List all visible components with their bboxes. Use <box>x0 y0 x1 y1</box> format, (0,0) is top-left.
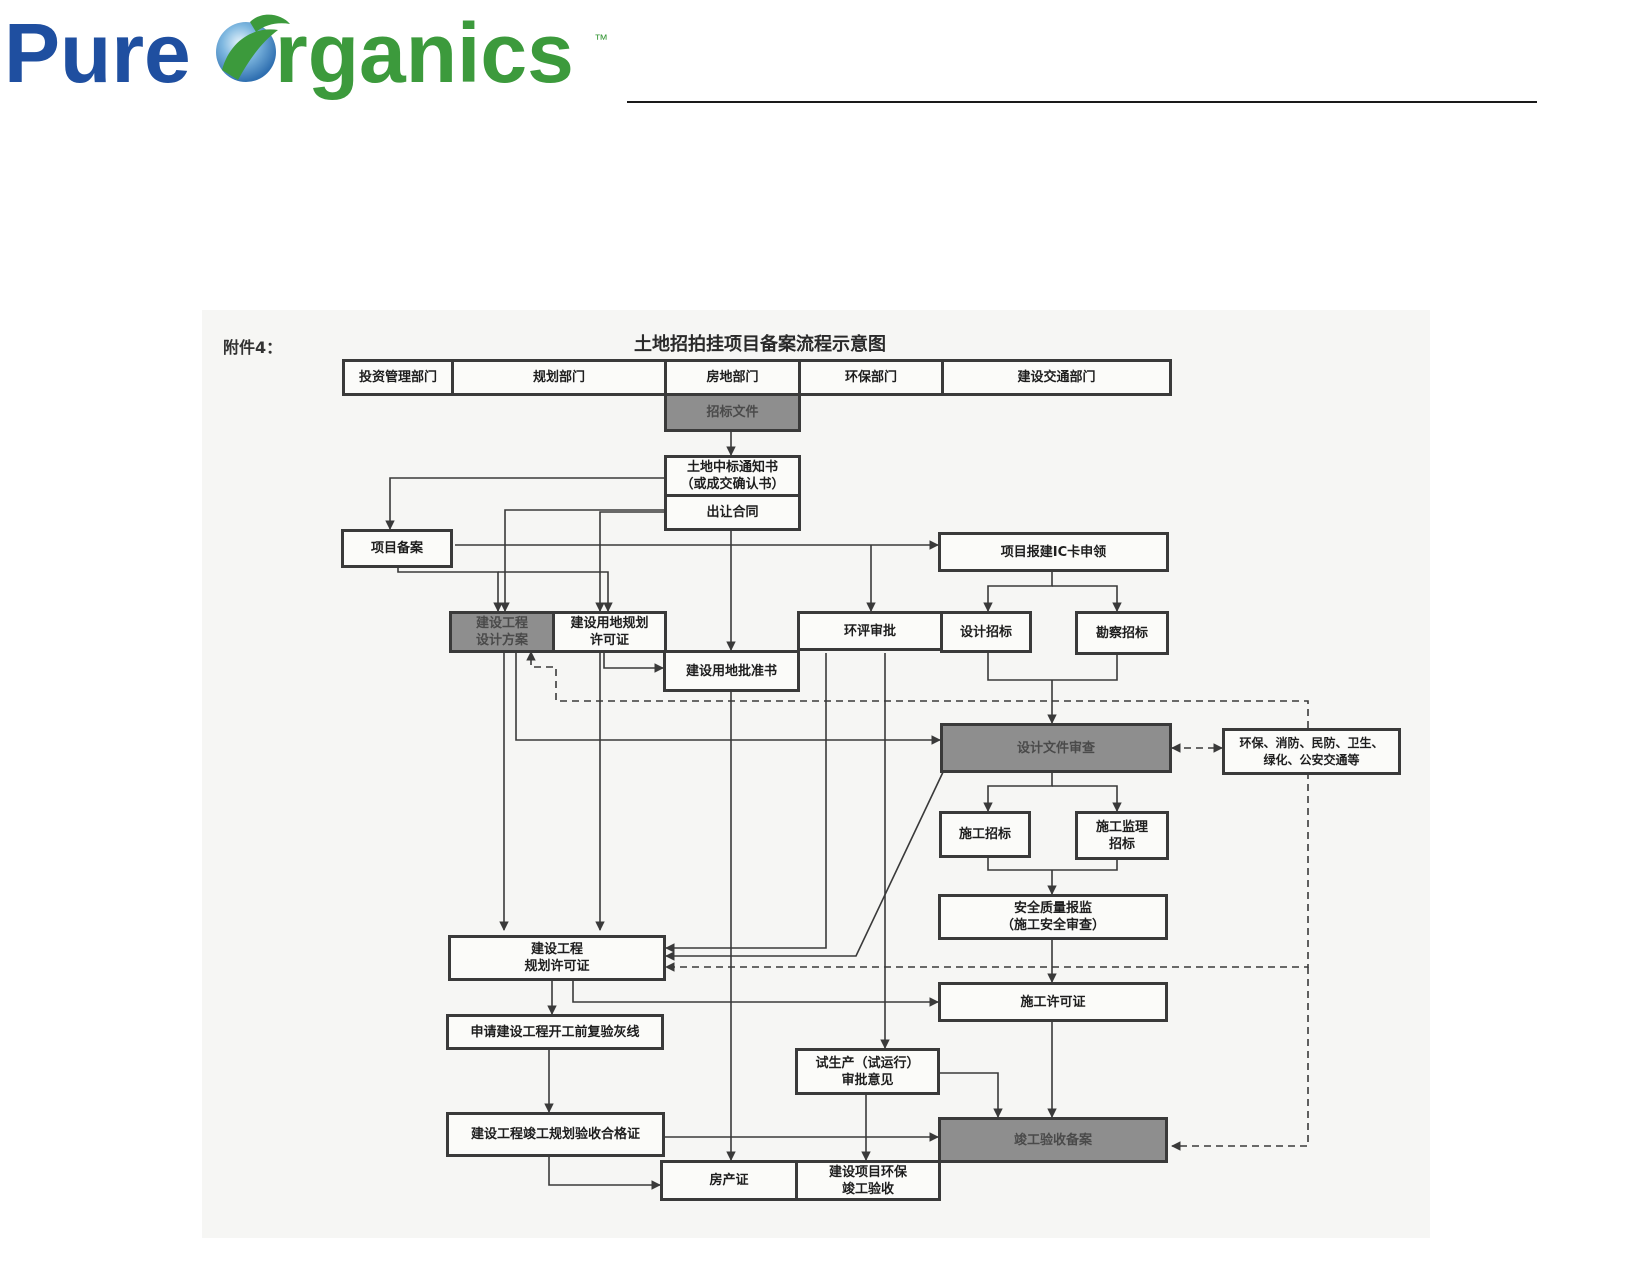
conn-ic-survey-bid <box>1052 585 1122 612</box>
dash-other-to-scheme <box>526 651 1309 728</box>
pureorganics-logo: Pure rganics ™ <box>4 6 608 100</box>
node-eia-approval: 环评审批 <box>797 611 943 651</box>
conn-review-bids <box>983 773 1053 812</box>
conn-engpermit-constpermit <box>572 980 939 1007</box>
node-design-bidding: 设计招标 <box>940 611 1032 653</box>
node-bid-docs: 招标文件 <box>664 393 801 432</box>
annex-label: 附件4： <box>223 338 283 357</box>
node-survey-bidding: 勘察招标 <box>1075 611 1169 655</box>
node-safety-quality: 安全质量报监 （施工安全审查） <box>938 894 1168 940</box>
node-project-filing: 项目备案 <box>341 529 453 568</box>
conn-review-supervision <box>1052 785 1122 812</box>
node-construction-bidding: 施工招标 <box>939 811 1031 858</box>
node-design-scheme: 建设工程 设计方案 <box>449 611 555 653</box>
conn-ic-design-bid <box>983 570 1053 612</box>
node-trial-production: 试生产（试运行） 审批意见 <box>795 1048 940 1095</box>
logo-pure-text: Pure <box>4 6 191 100</box>
dash-other-filing <box>1171 967 1309 1151</box>
conn-cert-property <box>548 1157 661 1190</box>
node-completion-cert: 建设工程竣工规划验收合格证 <box>446 1112 665 1157</box>
conn-bids-safety <box>987 857 1118 894</box>
node-win-notice: 土地中标通知书 （或成交确认书） <box>664 455 801 497</box>
node-eng-permit: 建设工程 规划许可证 <box>448 935 666 981</box>
logo-trademark: ™ <box>594 31 608 47</box>
logo-rganics-text: rganics <box>275 6 574 100</box>
dept-environment: 环保部门 <box>798 359 944 396</box>
conn-filing-permit <box>498 571 613 612</box>
conn-eia-engpermit <box>665 653 827 953</box>
node-construction-permit: 施工许可证 <box>938 982 1168 1022</box>
conn-design-review <box>515 650 941 745</box>
node-land-permit: 建设用地规划 许可证 <box>552 611 667 653</box>
node-completion-filing: 竣工验收备案 <box>938 1117 1168 1163</box>
node-ic-card: 项目报建IC卡申领 <box>938 532 1169 572</box>
conn-trial-filing <box>940 1072 1003 1118</box>
conn-notice-filing <box>385 477 665 530</box>
logo-o-globe-icon <box>216 14 290 82</box>
node-env-acceptance: 建设项目环保 竣工验收 <box>795 1160 941 1201</box>
node-other-depts: 环保、消防、民防、卫生、 绿化、公安交通等 <box>1222 728 1401 775</box>
dept-planning: 规划部门 <box>451 359 667 396</box>
conn-filing-down <box>397 563 503 612</box>
dept-construction-transport: 建设交通部门 <box>941 359 1172 396</box>
diagram-title: 土地招拍挂项目备案流程示意图 <box>634 334 886 355</box>
conn-notice-design <box>500 509 665 612</box>
conn-notice-permit <box>595 511 665 612</box>
node-transfer-contract: 出让合同 <box>664 494 801 531</box>
node-land-approval: 建设用地批准书 <box>663 650 800 692</box>
conn-bidding-review <box>987 653 1118 723</box>
conn-permit-land-approval <box>603 650 664 673</box>
node-property-cert: 房产证 <box>660 1160 798 1201</box>
dept-real-estate: 房地部门 <box>664 359 801 396</box>
node-supervision-bidding: 施工监理 招标 <box>1075 811 1169 860</box>
node-design-review: 设计文件审查 <box>940 723 1172 773</box>
header-rule <box>627 101 1537 103</box>
node-lime-line: 申请建设工程开工前复验灰线 <box>446 1014 664 1050</box>
conn-review-engpermit <box>665 769 945 961</box>
dept-investment: 投资管理部门 <box>342 359 454 396</box>
